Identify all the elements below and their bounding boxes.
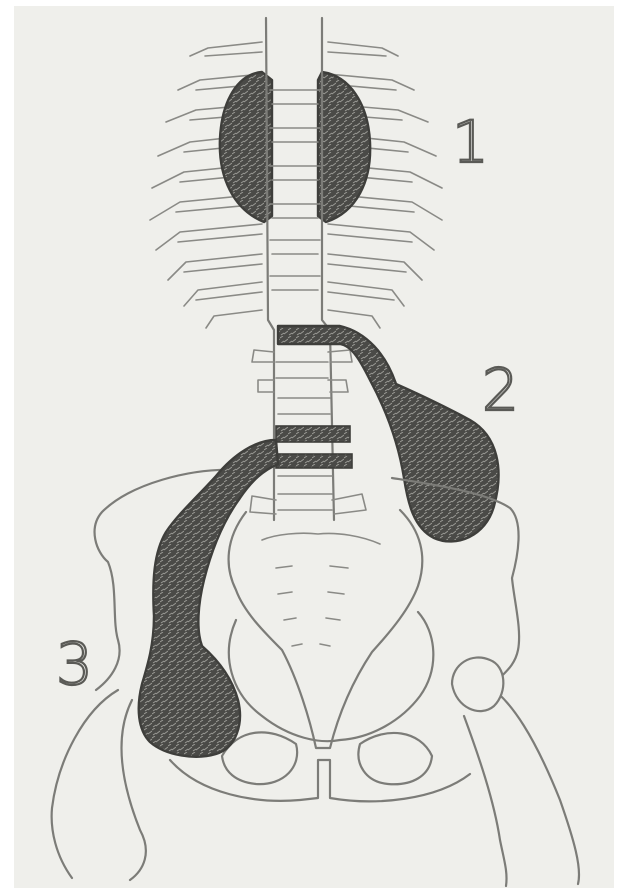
label-3: 3 xyxy=(56,630,93,698)
label-2: 2 xyxy=(482,356,519,424)
label-1: 1 xyxy=(452,108,489,176)
paper-background xyxy=(14,6,614,888)
